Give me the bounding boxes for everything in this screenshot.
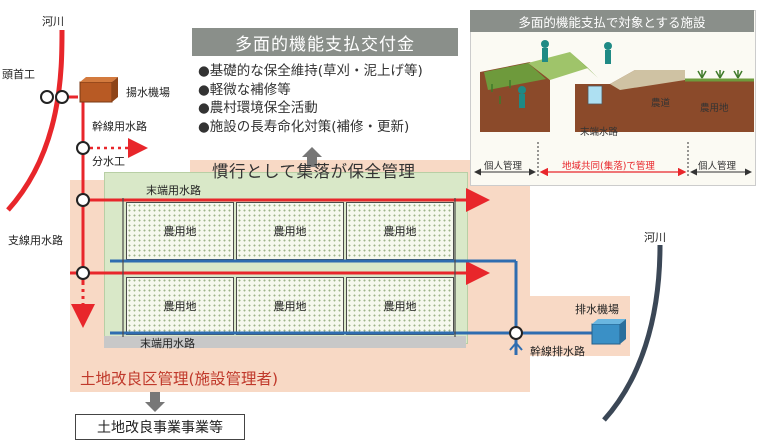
terminal-node-lower bbox=[76, 266, 90, 280]
inset-terminal-canal-label: 末端水路 bbox=[580, 127, 619, 138]
drainage-pump-label: 排水機場 bbox=[575, 303, 619, 316]
headworks-gate bbox=[40, 90, 54, 104]
up-arrow bbox=[302, 147, 322, 167]
program-item: ●農村環境保全活動 bbox=[198, 100, 318, 116]
farmland-field: 農用地 bbox=[236, 202, 344, 260]
down-arrow bbox=[145, 392, 165, 412]
trunk-drain-label: 幹線排水路 bbox=[530, 345, 585, 358]
terminal-canal-label-top: 末端用水路 bbox=[146, 184, 201, 197]
inset-community-label: 地域共同(集落)で管理 bbox=[562, 161, 655, 172]
terminal-node-upper bbox=[76, 193, 90, 207]
left-river bbox=[6, 29, 65, 212]
river-label-left: 河川 bbox=[42, 15, 64, 28]
inset-private-right-label: 個人管理 bbox=[698, 161, 737, 172]
drain-junction-node bbox=[509, 326, 523, 340]
farmland-field: 農用地 bbox=[126, 202, 234, 260]
community-management-label: 慣行として集落が保全管理 bbox=[212, 162, 416, 181]
farmland-field: 農用地 bbox=[346, 202, 454, 260]
trunk-canal-label: 幹線用水路 bbox=[92, 120, 147, 133]
farmland-field: 農用地 bbox=[236, 277, 344, 335]
inset-private-left-label: 個人管理 bbox=[484, 161, 523, 172]
program-item: ●基礎的な保全維持(草刈・泥上げ等) bbox=[198, 63, 423, 79]
inset-road-label: 農道 bbox=[651, 98, 671, 109]
program-item: ●施設の長寿命化対策(補修・更新) bbox=[198, 118, 410, 135]
cross-section-illustration bbox=[474, 40, 754, 178]
diversion-works-label: 分水工 bbox=[92, 155, 125, 168]
terminal-canal-label-bottom: 末端用水路 bbox=[140, 337, 195, 350]
farmland-field: 農用地 bbox=[346, 277, 454, 335]
farmland-field: 農用地 bbox=[126, 277, 234, 335]
terminal-canal-strip bbox=[104, 336, 466, 348]
drainage-pump-box bbox=[591, 323, 621, 345]
pump-station-box bbox=[79, 81, 113, 103]
drain-chevron bbox=[509, 341, 523, 351]
pump-station-label: 揚水機場 bbox=[126, 86, 170, 99]
branch-canal-label: 支線用水路 bbox=[8, 234, 63, 247]
land-project-box: 土地改良事業事業等 bbox=[75, 414, 245, 440]
inset-farmland-label: 農用地 bbox=[700, 103, 729, 114]
right-river bbox=[602, 244, 663, 422]
diversion-node bbox=[76, 141, 90, 155]
land-district-label: 土地改良区管理(施設管理者) bbox=[80, 370, 279, 388]
river-label-right: 河川 bbox=[644, 231, 666, 244]
program-item: ●軽微な補修等 bbox=[198, 81, 291, 98]
inset-title: 多面的機能支払で対象とする施設 bbox=[470, 10, 754, 32]
headworks-label: 頭首工 bbox=[2, 68, 35, 81]
program-items: ●基礎的な保全維持(草刈・泥上げ等) ●軽微な補修等 ●農村環境保全活動 ●施設… bbox=[198, 62, 423, 136]
program-title: 多面的機能支払交付金 bbox=[192, 28, 458, 56]
